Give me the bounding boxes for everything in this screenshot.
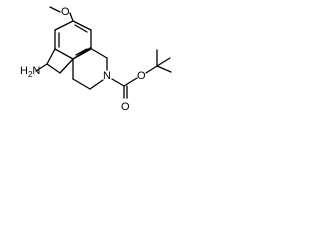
piperidine-bond	[72, 78, 91, 90]
molecule-drawing: O H2N N O O	[20, 6, 172, 113]
piperidine-bond	[89, 79, 104, 90]
ester-oxygen-label: O	[137, 70, 146, 82]
tert-butyl-bond	[156, 65, 172, 73]
benzene-bond	[54, 20, 74, 31]
indane-bond	[46, 63, 61, 74]
benzene-double-bond	[74, 24, 88, 33]
amine-subscript: 2	[28, 70, 33, 79]
indane-bond	[46, 48, 56, 65]
amine-label: H2N	[20, 65, 40, 79]
tert-butyl-bond	[156, 57, 171, 67]
tert-butyl-bond	[145, 65, 158, 74]
piperidine-bond	[89, 47, 108, 59]
methyl-bond	[49, 6, 61, 13]
piperidine-bond	[72, 47, 91, 60]
benzene-bond	[54, 48, 74, 60]
ester-bond	[123, 77, 138, 87]
amine-n: N	[32, 65, 40, 77]
carbamate-bond	[111, 78, 125, 87]
benzene-bond	[72, 20, 92, 31]
benzene-double-bond	[75, 48, 88, 56]
ring-nitrogen-label: N	[103, 70, 111, 82]
amine-bond	[35, 63, 48, 72]
indane-bond	[59, 58, 74, 74]
structure-diagram: O H2N N O O	[0, 0, 176, 114]
methoxy-o-bond	[69, 12, 74, 22]
methoxy-oxygen-label: O	[61, 6, 70, 18]
carbonyl-oxygen-label: O	[121, 101, 130, 113]
